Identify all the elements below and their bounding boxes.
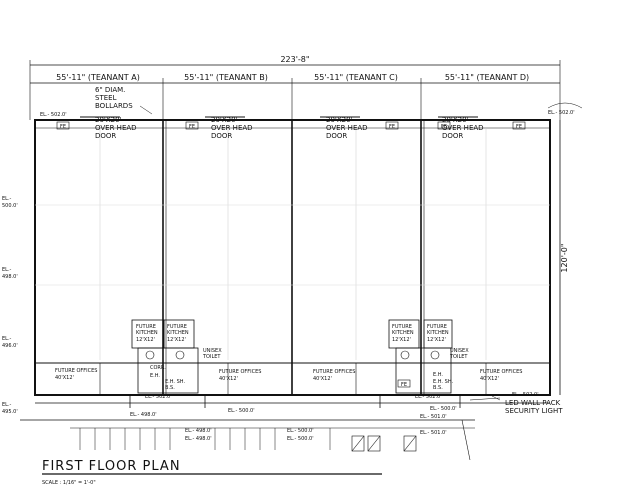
plan-title: FIRST FLOOR PLAN <box>42 459 181 474</box>
bollards-note-line2: STEEL <box>95 94 117 102</box>
elevation-left-3a: EL.- <box>2 336 12 342</box>
elevation-left-4b: 495.0' <box>2 409 18 415</box>
elevation-bottom-1: EL.- 498.0' <box>130 412 157 418</box>
ehsh-a: E.H. SH. <box>165 379 185 385</box>
eh-b: E.H. <box>433 372 443 378</box>
elevation-bottom-6: EL.- 501.0' <box>420 430 447 436</box>
kitchen-b-line1: FUTURE <box>167 324 187 330</box>
door-b-line2: OVER HEAD <box>211 124 253 132</box>
elevation-mid-a: EL.- 502.0' <box>145 394 172 400</box>
door-a-line1: 20'X20' <box>95 116 122 124</box>
plan-scale: SCALE : 1/16" = 1'-0" <box>42 480 96 486</box>
tenant-d-dimension: 55'-11" (TEANANT D) <box>445 73 529 82</box>
door-a-line2: OVER HEAD <box>95 124 137 132</box>
kitchen-c-line1: FUTURE <box>392 324 412 330</box>
tenant-a-dimension: 55'-11" (TEANANT A) <box>56 73 140 82</box>
door-c-line2: OVER HEAD <box>326 124 368 132</box>
bs-b: B.S. <box>433 385 443 391</box>
fe-tag-a: FE <box>60 124 66 130</box>
elevation-left-1b: 500.0' <box>2 203 18 209</box>
fe-tag-c: FE <box>389 124 395 130</box>
door-d-line3: DOOR <box>442 132 463 140</box>
tenant-b-dimension: 55'-11" (TEANANT B) <box>184 73 268 82</box>
door-a-line3: DOOR <box>95 132 116 140</box>
kitchen-d-line1: FUTURE <box>427 324 447 330</box>
elevation-left-1a: EL.- <box>2 196 12 202</box>
kitchen-b-line2: KITCHEN <box>167 330 189 336</box>
elevation-bottom-4: EL.- 500.0' <box>287 428 314 434</box>
led-note-line2: SECURITY LIGHT <box>505 407 563 415</box>
door-d-line1: 20'X20' <box>442 116 469 124</box>
kitchen-d-line2: KITCHEN <box>427 330 449 336</box>
eh-a: E.H. <box>150 373 160 379</box>
door-c-line3: DOOR <box>326 132 347 140</box>
kitchen-c-line3: 12'X12' <box>392 337 411 343</box>
elevation-left-2b: 498.0' <box>2 274 18 280</box>
door-b-line1: 20'X20' <box>211 116 238 124</box>
door-b-line3: DOOR <box>211 132 232 140</box>
elevation-mid-c: EL.- 502.0' <box>415 394 442 400</box>
elevation-mid-b: EL.- 500.0' <box>228 408 255 414</box>
toilet-a-line1: UNISEX <box>203 348 222 354</box>
office-a-size: 40'X12' <box>55 375 74 381</box>
ehsh-b: E.H. SH. <box>433 379 453 385</box>
office-b-label: FUTURE OFFICES <box>219 369 261 375</box>
elevation-right-low: EL.- 500.0' <box>430 406 457 412</box>
tenant-c-dimension: 55'-11" (TEANANT C) <box>314 73 398 82</box>
toilet-b-line1: UNISEX <box>450 348 469 354</box>
fe-tag-b: FE <box>189 124 195 130</box>
fe-tag-d: FE <box>441 124 447 130</box>
kitchen-b-line3: 12'X12' <box>167 337 186 343</box>
kitchen-a-line2: KITCHEN <box>136 330 158 336</box>
office-a-label: FUTURE OFFICES <box>55 368 97 374</box>
door-c-line1: 20'X20' <box>326 116 353 124</box>
toilet-a-line2: TOILET <box>202 354 221 360</box>
depth-dimension: 120'-0" <box>560 243 569 272</box>
office-c-size: 40'X12' <box>313 376 332 382</box>
elevation-top-left: EL.- 502.0' <box>40 112 67 118</box>
kitchen-a-line3: 12'X12' <box>136 337 155 343</box>
overall-dimension: 223'-8" <box>280 55 309 64</box>
office-d-size: 40'X12' <box>480 376 499 382</box>
door-d-line2: OVER HEAD <box>442 124 484 132</box>
elevation-right-mid: EL.- 502.0' <box>512 392 539 398</box>
elevation-left-2a: EL.- <box>2 267 12 273</box>
office-c-label: FUTURE OFFICES <box>313 369 355 375</box>
kitchen-c-line2: KITCHEN <box>392 330 414 336</box>
bollards-note-line1: 6" DIAM. <box>95 86 125 94</box>
elevation-left-3b: 496.0' <box>2 343 18 349</box>
corr-a: CORR. <box>150 365 166 371</box>
elevation-top-right: EL.- 502.0' <box>548 110 575 116</box>
office-b-size: 40'X12' <box>219 376 238 382</box>
office-d-label: FUTURE OFFICES <box>480 369 522 375</box>
elevation-bottom-2: EL.- 498.0' <box>185 428 212 434</box>
toilet-b-line2: TOILET <box>449 354 468 360</box>
elevation-bottom-3: EL.- 498.0' <box>185 436 212 442</box>
elevation-left-4a: EL.- <box>2 402 12 408</box>
elevation-bottom-5: EL.- 500.0' <box>287 436 314 442</box>
kitchen-a-line1: FUTURE <box>136 324 156 330</box>
kitchen-d-line3: 12'X12' <box>427 337 446 343</box>
fe-tag-f: FE <box>401 382 407 388</box>
elevation-bottom-7: EL.- 501.0' <box>420 414 447 420</box>
bs-a: B.S. <box>165 385 175 391</box>
fe-tag-e: FE <box>516 124 522 130</box>
bollards-note-line3: BOLLARDS <box>95 102 133 110</box>
